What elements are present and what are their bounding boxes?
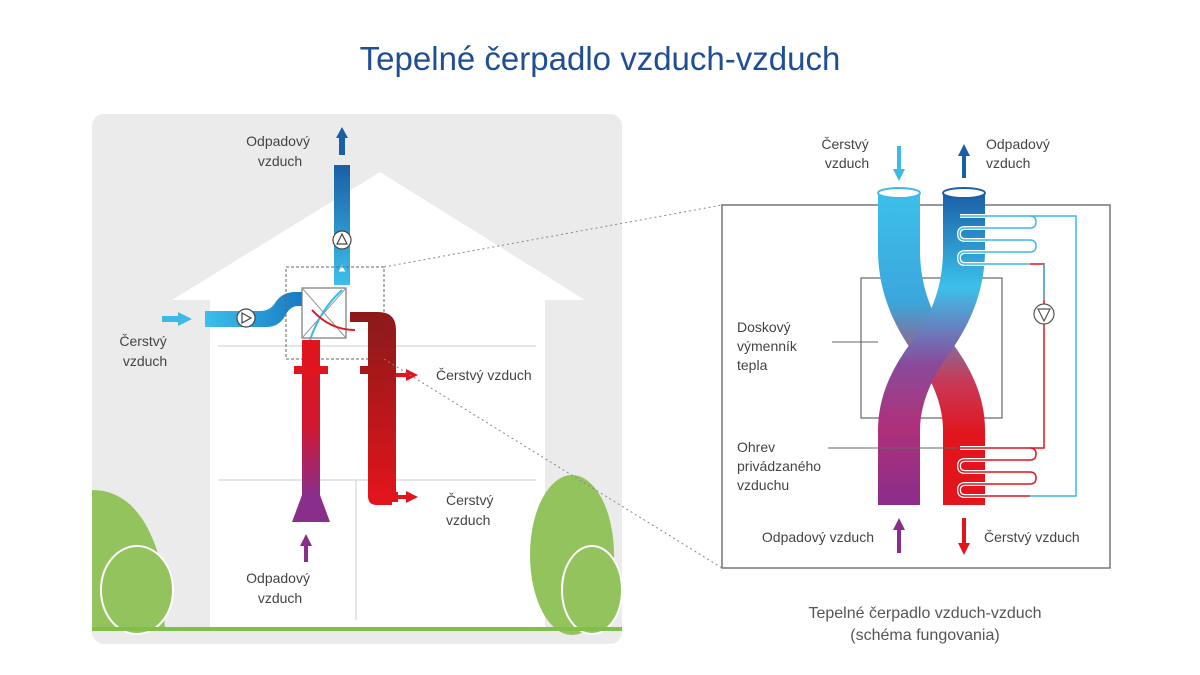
waste-air-intake-vent bbox=[292, 495, 330, 522]
detail-label-supply-heating: Ohrev privádzaného vzduchu bbox=[737, 439, 825, 493]
detail-panel: Čerstvý vzduch Odpadový vzduch Doskový v… bbox=[721, 136, 1111, 569]
detail-label-waste-in: Odpadový vzduch bbox=[762, 529, 874, 545]
refrigerant-line-blue bbox=[1030, 215, 1077, 497]
zoom-line-top bbox=[383, 204, 723, 268]
waste-air-tube bbox=[878, 193, 985, 505]
refrigerant-line-red bbox=[1030, 263, 1045, 449]
detail-fresh-in-arrow-icon bbox=[893, 146, 905, 181]
fresh-air-in-arrow-icon bbox=[162, 312, 192, 326]
caption-line-1: Tepelné čerpadlo vzduch-vzduch bbox=[808, 605, 1042, 622]
detail-waste-in-arrow-icon bbox=[893, 518, 905, 553]
page-title: Tepelné čerpadlo vzduch-vzduch bbox=[359, 40, 841, 77]
house-label-fresh-right-2: Čerstvý vzduch bbox=[446, 492, 497, 528]
plate-heat-exchanger-box bbox=[860, 277, 1003, 419]
detail-label-plate-exchanger: Doskový výmenník tepla bbox=[737, 319, 801, 373]
detail-fresh-out-arrow-icon bbox=[958, 518, 970, 555]
detail-waste-out-arrow-icon bbox=[958, 144, 970, 178]
ground-line bbox=[92, 627, 622, 631]
fresh-air-out-arrow-2-icon bbox=[396, 491, 418, 503]
fresh-air-intake-duct bbox=[205, 292, 305, 327]
detail-label-waste-out: Odpadový vzduch bbox=[986, 136, 1054, 171]
zoom-line-bottom bbox=[383, 358, 723, 569]
fan-left-icon bbox=[236, 308, 256, 328]
waste-air-stack bbox=[334, 165, 350, 285]
house-label-fresh-right-1: Čerstvý vzduch bbox=[436, 367, 532, 383]
detail-label-fresh-out: Čerstvý vzduch bbox=[984, 529, 1080, 545]
bush-left-icon bbox=[100, 545, 174, 635]
fresh-air-out-arrow-1-icon bbox=[396, 369, 418, 381]
waste-air-up-arrow-icon bbox=[336, 127, 348, 155]
house-label-waste-top: Odpadový vzduch bbox=[246, 133, 314, 169]
waste-air-duct bbox=[302, 340, 320, 495]
caption-line-2: (schéma fungovania) bbox=[850, 627, 1000, 644]
detail-label-fresh-in: Čerstvý vzduch bbox=[821, 136, 872, 171]
waste-air-up-arrow-bottom-icon bbox=[300, 534, 312, 562]
bush-right-icon bbox=[561, 545, 623, 635]
diagram-caption: Tepelné čerpadlo vzduch-vzduch (schéma f… bbox=[745, 603, 1105, 647]
condenser-coil bbox=[958, 447, 1037, 497]
house-label-fresh-left: Čerstvý vzduch bbox=[119, 333, 170, 369]
house-label-waste-bottom: Odpadový vzduch bbox=[246, 570, 314, 606]
evaporator-coil bbox=[958, 215, 1037, 265]
house-panel: Odpadový vzduch Čerstvý vzduch Čerstvý v… bbox=[92, 114, 623, 644]
